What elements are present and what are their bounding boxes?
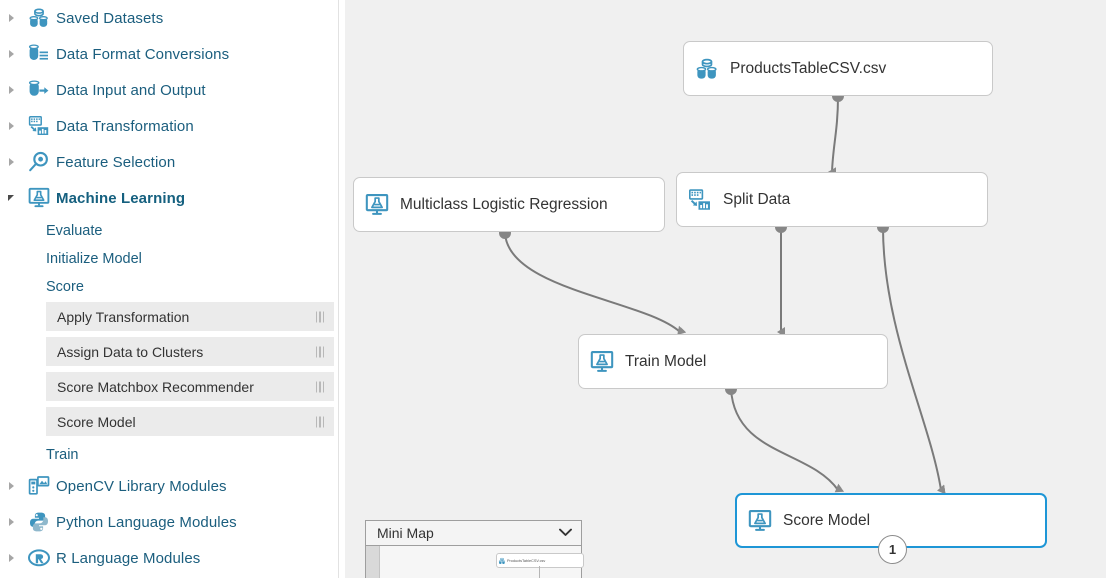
sidebar-category-label: Data Format Conversions bbox=[56, 45, 230, 63]
module-item[interactable]: Assign Data to Clusters bbox=[46, 337, 334, 367]
sidebar-category-r-language-modules[interactable]: R Language Modules bbox=[0, 540, 338, 576]
chevron-collapsed-icon[interactable] bbox=[0, 14, 22, 22]
sidebar-category-saved-datasets[interactable]: Saved Datasets bbox=[0, 0, 338, 36]
chevron-collapsed-icon[interactable] bbox=[0, 158, 22, 166]
module-item[interactable]: Score Matchbox Recommender bbox=[46, 372, 334, 402]
module-item[interactable]: Apply Transformation bbox=[46, 302, 334, 332]
data-transformation-icon bbox=[677, 187, 723, 213]
machine-learning-icon bbox=[22, 186, 56, 210]
canvas-node-label: Train Model bbox=[625, 352, 707, 370]
chevron-collapsed-icon[interactable] bbox=[0, 554, 22, 562]
sidebar-category-machine-learning[interactable]: Machine Learning bbox=[0, 180, 338, 216]
machine-learning-icon bbox=[354, 192, 400, 218]
module-item-label: Apply Transformation bbox=[57, 308, 190, 325]
sidebar-subgroup-label: Evaluate bbox=[46, 223, 103, 239]
drag-handle-icon[interactable] bbox=[315, 346, 324, 357]
mini-map-viewport[interactable]: ProductsTableCSV.csv bbox=[380, 546, 584, 578]
chevron-collapsed-icon[interactable] bbox=[0, 50, 22, 58]
sidebar-category-data-input-and-output[interactable]: Data Input and Output bbox=[0, 72, 338, 108]
module-item[interactable]: Score Model bbox=[46, 407, 334, 437]
sidebar-subgroup-initialize-model[interactable]: Initialize Model bbox=[0, 244, 338, 274]
sidebar-category-label: Data Input and Output bbox=[56, 81, 206, 99]
sidebar-subgroup-label: Initialize Model bbox=[46, 251, 142, 267]
edge-train-to-score[interactable] bbox=[730, 388, 845, 493]
mini-map-edge bbox=[539, 566, 540, 578]
saved-datasets-icon bbox=[684, 56, 730, 82]
sidebar-category-python-language-modules[interactable]: Python Language Modules bbox=[0, 504, 338, 540]
sidebar-category-opencv-library-modules[interactable]: OpenCV Library Modules bbox=[0, 468, 338, 504]
sidebar-subgroup-score[interactable]: Score bbox=[0, 272, 338, 302]
sidebar-category-label: R Language Modules bbox=[56, 549, 201, 567]
chevron-expanded-icon[interactable] bbox=[0, 195, 22, 201]
sidebar-subgroup-label: Score bbox=[46, 279, 84, 295]
mini-map-title: Mini Map bbox=[377, 525, 434, 541]
chevron-collapsed-icon[interactable] bbox=[0, 518, 22, 526]
canvas-node-label: Multiclass Logistic Regression bbox=[400, 195, 608, 213]
canvas-node-label: Split Data bbox=[723, 190, 791, 208]
canvas-node-split[interactable]: Split Data bbox=[676, 172, 988, 227]
mini-map-node: ProductsTableCSV.csv bbox=[496, 553, 584, 568]
sidebar-category-label: OpenCV Library Modules bbox=[56, 477, 227, 495]
canvas-node-dataset[interactable]: ProductsTableCSV.csv bbox=[683, 41, 993, 96]
mini-map-gutter bbox=[366, 546, 380, 578]
sidebar-category-data-format-conversions[interactable]: Data Format Conversions bbox=[0, 36, 338, 72]
sidebar-subgroup-evaluate[interactable]: Evaluate bbox=[0, 216, 338, 246]
mini-map-panel[interactable]: Mini Map ProductsTableCSV.csv bbox=[365, 520, 584, 578]
chevron-down-icon[interactable] bbox=[559, 524, 572, 542]
chevron-collapsed-icon[interactable] bbox=[0, 86, 22, 94]
mini-map-body[interactable]: ProductsTableCSV.csv bbox=[366, 546, 584, 578]
canvas-node-train[interactable]: Train Model bbox=[578, 334, 888, 389]
sidebar-category-label: Data Transformation bbox=[56, 117, 194, 135]
opencv-icon bbox=[22, 474, 56, 498]
mini-map-header[interactable]: Mini Map bbox=[366, 521, 581, 546]
drag-handle-icon[interactable] bbox=[315, 381, 324, 392]
r-icon bbox=[22, 546, 56, 570]
python-icon bbox=[22, 510, 56, 534]
data-format-icon bbox=[22, 42, 56, 66]
drag-handle-icon[interactable] bbox=[315, 311, 324, 322]
machine-learning-icon bbox=[737, 508, 783, 534]
canvas-node-label: ProductsTableCSV.csv bbox=[730, 59, 887, 77]
sidebar-category-feature-selection[interactable]: Feature Selection bbox=[0, 144, 338, 180]
sidebar-subgroup-label: Train bbox=[46, 447, 79, 463]
module-item-label: Score Matchbox Recommender bbox=[57, 378, 254, 395]
module-item-label: Assign Data to Clusters bbox=[57, 343, 204, 360]
data-input-output-icon bbox=[22, 78, 56, 102]
feature-selection-icon bbox=[22, 150, 56, 174]
sidebar-category-label: Saved Datasets bbox=[56, 9, 164, 27]
edge-dataset-to-split[interactable] bbox=[828, 95, 839, 178]
sidebar-category-data-transformation[interactable]: Data Transformation bbox=[0, 108, 338, 144]
sidebar-category-label: Python Language Modules bbox=[56, 513, 237, 531]
machine-learning-icon bbox=[579, 349, 625, 375]
drag-handle-icon[interactable] bbox=[315, 416, 324, 427]
edge-mclr-to-train[interactable] bbox=[504, 232, 687, 335]
data-transformation-icon bbox=[22, 114, 56, 138]
saved-datasets-icon bbox=[22, 6, 56, 30]
node-comment-badge[interactable]: 1 bbox=[878, 535, 907, 564]
sidebar-category-label: Feature Selection bbox=[56, 153, 176, 171]
edge-split-to-score[interactable] bbox=[882, 226, 946, 495]
mini-map-node-label: ProductsTableCSV.csv bbox=[507, 558, 546, 563]
sidebar-category-label: Machine Learning bbox=[56, 189, 186, 207]
saved-datasets-icon bbox=[497, 557, 506, 565]
module-item-label: Score Model bbox=[57, 413, 136, 430]
chevron-collapsed-icon[interactable] bbox=[0, 122, 22, 130]
canvas-node-mclr[interactable]: Multiclass Logistic Regression bbox=[353, 177, 665, 232]
sidebar-subgroup-train[interactable]: Train bbox=[0, 440, 338, 470]
chevron-collapsed-icon[interactable] bbox=[0, 482, 22, 490]
canvas-node-label: Score Model bbox=[783, 511, 871, 529]
